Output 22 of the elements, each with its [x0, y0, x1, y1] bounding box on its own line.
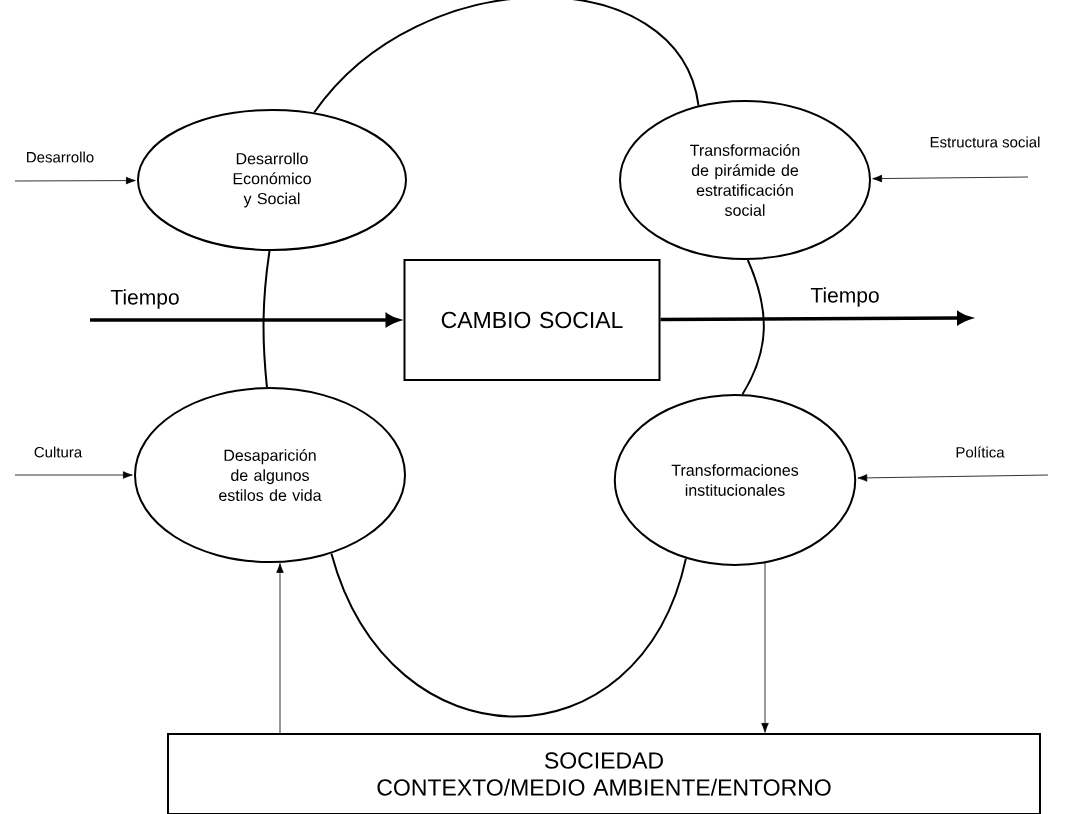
text-box: CAMBIO SOCIAL [403, 259, 661, 381]
connector-line [262, 250, 271, 389]
arrow [761, 561, 769, 733]
arrow [14, 176, 136, 185]
arrow [872, 174, 1029, 183]
text-box: SOCIEDAD CONTEXTO/MEDIO AMBIENTE/ENTORNO [167, 733, 1041, 814]
edge-label: Tiempo [810, 287, 879, 307]
edge-label: Política [956, 446, 1005, 458]
ellipse-node: Transformación de pirámide de estratificación social [619, 100, 871, 260]
arrow [276, 563, 284, 735]
edge-label: Desarrollo [27, 151, 94, 163]
edge-label: Cultura [34, 446, 83, 458]
ellipse-node: Transformaciones institucionales [613, 394, 857, 566]
ellipse-node: Desarrollo Económico y Social [137, 109, 407, 251]
arrow [857, 474, 1049, 482]
connector-line [330, 552, 687, 718]
ellipse-node: Desaparición de algunos estilos de vida [134, 387, 406, 563]
arrow [14, 471, 133, 479]
edge-label: Tiempo [110, 289, 179, 309]
connector-line [313, 0, 700, 114]
edge-label: Estructura social [930, 136, 1040, 148]
connector-line [741, 259, 765, 396]
